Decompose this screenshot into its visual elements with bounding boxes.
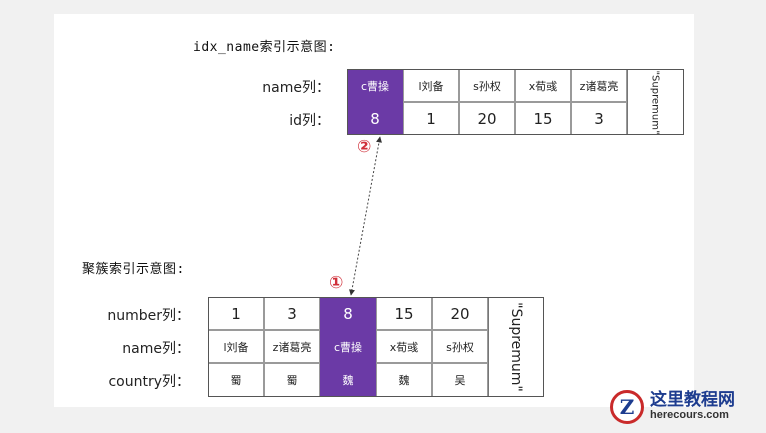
top-id-cell: 8 [347,102,403,135]
top-supremum-cell: "Supremum" [627,69,684,135]
secondary-index-title: idx_name索引示意图: [193,40,336,55]
top-id-cell: 15 [515,102,571,135]
logo-text: 这里教程网 herecours.com [650,390,735,422]
step-two-marker: ② [357,137,372,157]
step-one-marker: ① [329,273,344,293]
top-name-cell: x荀彧 [515,69,571,102]
logo-en-text: herecours.com [650,409,729,422]
logo-letter: Z [619,395,635,419]
top-id-cell: 20 [459,102,515,135]
bottom-supremum-cell: "Supremum" [488,297,544,397]
lookup-arrow-line [349,136,382,296]
bottom-name-cell: c曹操 [320,330,376,363]
bottom-name-cell: l刘备 [208,330,264,363]
bottom-country-cell: 魏 [376,363,432,397]
top-name-cell: l刘备 [403,69,459,102]
bottom-name-cell: z诸葛亮 [264,330,320,363]
bottom-country-cell: 吴 [432,363,488,397]
bottom-number-cell: 1 [208,297,264,330]
bottom-country-row-label: country列： [108,374,190,390]
logo-z-icon: Z [610,390,644,424]
bottom-number-row-label: number列： [107,308,190,324]
bottom-country-cell: 魏 [320,363,376,397]
bottom-name-cell: x荀彧 [376,330,432,363]
bottom-country-cell: 蜀 [208,363,264,397]
top-id-cell: 1 [403,102,459,135]
top-name-cell: z诸葛亮 [571,69,627,102]
clustered-index-title: 聚簇索引示意图: [82,262,185,277]
top-name-row-label: name列： [262,80,330,96]
site-logo: Z 这里教程网 herecours.com [610,385,760,429]
top-id-row-label: id列： [289,113,330,129]
bottom-name-cell: s孙权 [432,330,488,363]
logo-cn-text: 这里教程网 [650,390,735,411]
bottom-number-cell: 20 [432,297,488,330]
bottom-name-row-label: name列： [122,341,190,357]
